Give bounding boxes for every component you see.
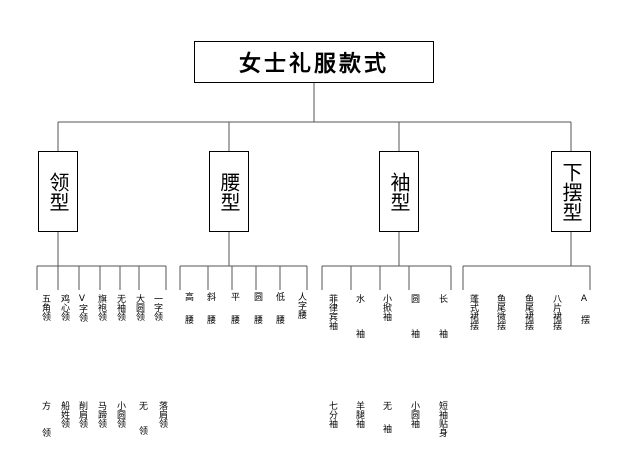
neckline-item: 大圆领 [134, 294, 144, 321]
category-node-neckline: 领型 [38, 151, 78, 232]
neckline-item: 小圆领 [115, 401, 125, 428]
category-node-hem: 下摆型 [551, 151, 591, 232]
sleeve-item: 七分袖 [327, 401, 337, 428]
category-node-sleeve: 袖型 [379, 151, 419, 232]
sleeve-item: 圆袖 [409, 294, 419, 338]
sleeve-item: 长袖 [437, 294, 447, 338]
category-title-hem: 下摆型 [559, 161, 583, 222]
hem-item: 鱼尾微摆 [495, 294, 505, 330]
neckline-item: 船姓领 [59, 401, 69, 428]
neckline-item: 一字领 [152, 294, 162, 321]
sleeve-item: 菲律宾袖 [327, 294, 337, 330]
neckline-item: V字领 [77, 294, 87, 322]
root-node: 女士礼服款式 [194, 41, 434, 83]
hem-item: 蓬式裙摆 [468, 294, 478, 330]
waist-item: 人字腰 [296, 292, 306, 319]
category-title-sleeve: 袖型 [387, 171, 411, 212]
waist-item: 圆腰 [252, 292, 262, 324]
neckline-item: 马蹄领 [96, 401, 106, 428]
neckline-item: 五角领 [40, 294, 50, 321]
sleeve-item: 羊腿袖 [354, 401, 364, 428]
waist-item: 低腰 [274, 292, 284, 324]
neckline-item: 落肩领 [157, 401, 167, 428]
neckline-item: 鸡心领 [59, 294, 69, 321]
waist-item: 高腰 [183, 292, 193, 324]
neckline-item: 无领 [137, 401, 147, 435]
hem-item: 八片裙摆 [551, 294, 561, 330]
sleeve-item: 无袖 [381, 401, 391, 433]
waist-item: 斜腰 [205, 292, 215, 324]
waist-item: 平腰 [229, 292, 239, 324]
sleeve-item: 小掀袖 [381, 294, 391, 321]
sleeve-item: 短袖贴身 [437, 401, 447, 437]
category-node-waist: 腰型 [209, 151, 249, 232]
category-title-neckline: 领型 [46, 171, 70, 212]
neckline-item: 旗袍领 [96, 294, 106, 321]
root-title: 女士礼服款式 [238, 52, 389, 77]
hem-item: 鱼尾裙摆 [523, 294, 533, 330]
neckline-item: 无袖领 [115, 294, 125, 321]
sleeve-item: 小圆袖 [409, 401, 419, 428]
neckline-item: 方领 [40, 401, 50, 437]
neckline-item: 削肩领 [77, 401, 87, 428]
sleeve-item: 水袖 [354, 294, 364, 338]
category-title-waist: 腰型 [217, 171, 241, 212]
